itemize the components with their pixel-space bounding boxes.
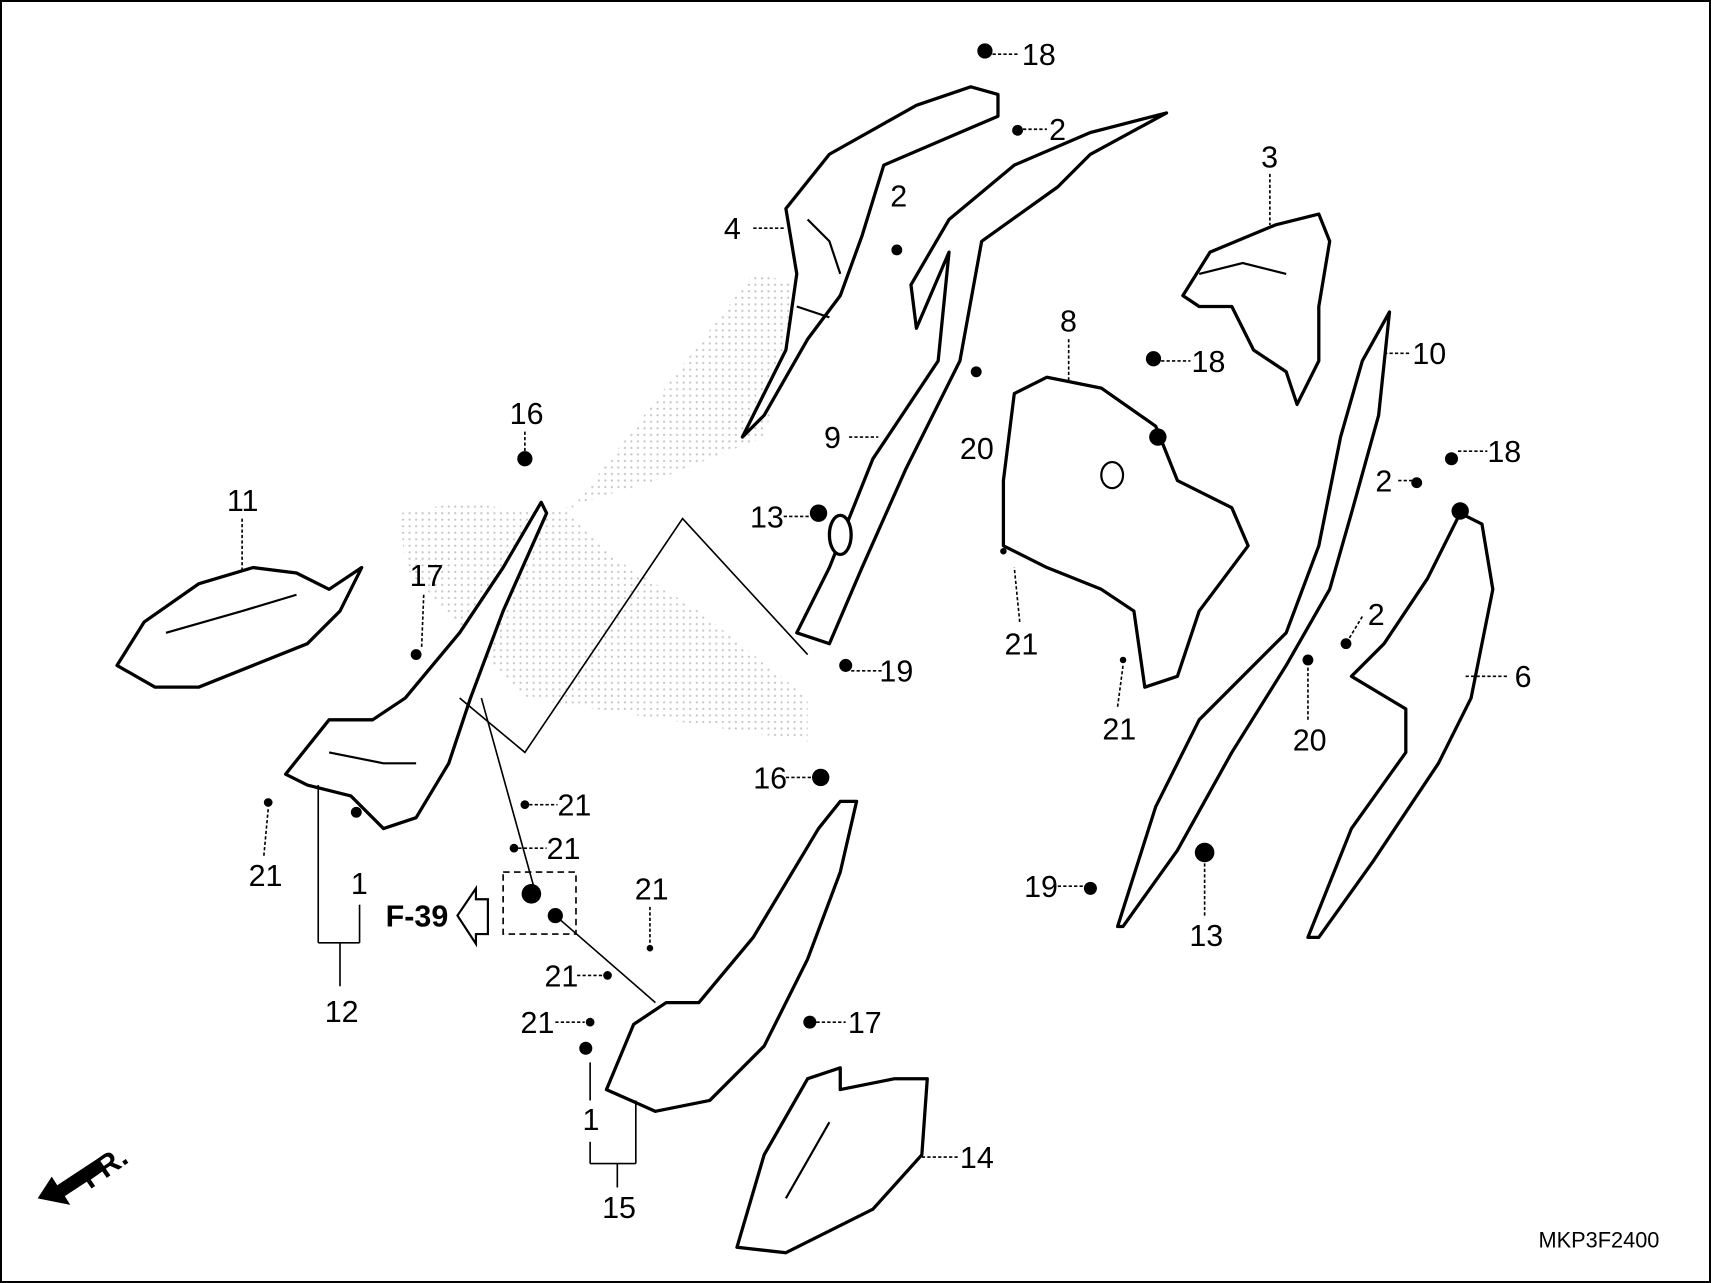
callout-21: 21: [1004, 628, 1038, 662]
callout-4: 4: [724, 212, 741, 246]
callout-17: 17: [410, 559, 444, 593]
honda-watermark: [399, 273, 808, 742]
part-11-cover: [115, 565, 364, 689]
callout-6: 6: [1515, 660, 1532, 694]
callout-2: 2: [1368, 598, 1385, 632]
callout-8: 8: [1060, 305, 1077, 339]
callout-16: 16: [753, 761, 787, 795]
front-direction-marker: FR.: [37, 1139, 134, 1205]
callout-21: 21: [521, 1006, 555, 1040]
callout-18: 18: [1487, 435, 1521, 469]
callout-19: 19: [1024, 870, 1058, 904]
callout-13: 13: [750, 500, 784, 534]
part-8-inner-cover: [1001, 375, 1250, 689]
callout-9: 9: [824, 421, 841, 455]
callout-12: 12: [325, 995, 359, 1029]
part-12-assembly: [283, 500, 549, 831]
callout-17: 17: [848, 1006, 882, 1040]
part-14-panel: [735, 1066, 929, 1255]
callout-21: 21: [635, 872, 669, 906]
callout-3: 3: [1261, 140, 1278, 174]
part-3-tail-cover: [1181, 212, 1332, 407]
callout-2: 2: [1049, 113, 1066, 147]
callout-19: 19: [879, 655, 913, 689]
fasteners: [263, 43, 1469, 1055]
callout-labels: 18 2 2 4 3 8 18 10 9 20 16 11 13 2 18 17…: [227, 38, 1532, 1225]
part-6-side-cover: [1306, 511, 1495, 939]
reference-arrow[interactable]: F-39: [386, 884, 489, 948]
callout-21: 21: [558, 789, 592, 823]
part-9-seat-frame: [795, 111, 1169, 646]
callout-20: 20: [1293, 723, 1327, 757]
callout-18: 18: [1022, 38, 1056, 72]
callout-15: 15: [602, 1191, 636, 1225]
callout-10: 10: [1412, 337, 1446, 371]
callout-11: 11: [227, 484, 259, 518]
callout-1: 1: [583, 1103, 600, 1137]
leader-lines: [241, 53, 1510, 1188]
callout-13: 13: [1189, 919, 1223, 953]
callout-21: 21: [544, 959, 578, 993]
front-label: FR.: [74, 1139, 134, 1195]
callout-1: 1: [351, 867, 368, 901]
callout-2: 2: [890, 179, 907, 213]
drawing-code: MKP3F2400: [1539, 1227, 1660, 1252]
callout-21: 21: [547, 832, 581, 866]
callout-16: 16: [510, 397, 544, 431]
callout-21: 21: [249, 859, 283, 893]
part-15-lower-cover: [604, 799, 859, 1113]
callout-18: 18: [1192, 345, 1226, 379]
callout-21: 21: [1102, 712, 1136, 746]
callout-2: 2: [1375, 464, 1392, 498]
part-10-side-rail: [1115, 310, 1392, 929]
callout-20: 20: [960, 432, 994, 466]
part-4-grab-rail: [740, 85, 1000, 439]
reference-label[interactable]: F-39: [386, 899, 449, 933]
callout-14: 14: [960, 1141, 994, 1175]
